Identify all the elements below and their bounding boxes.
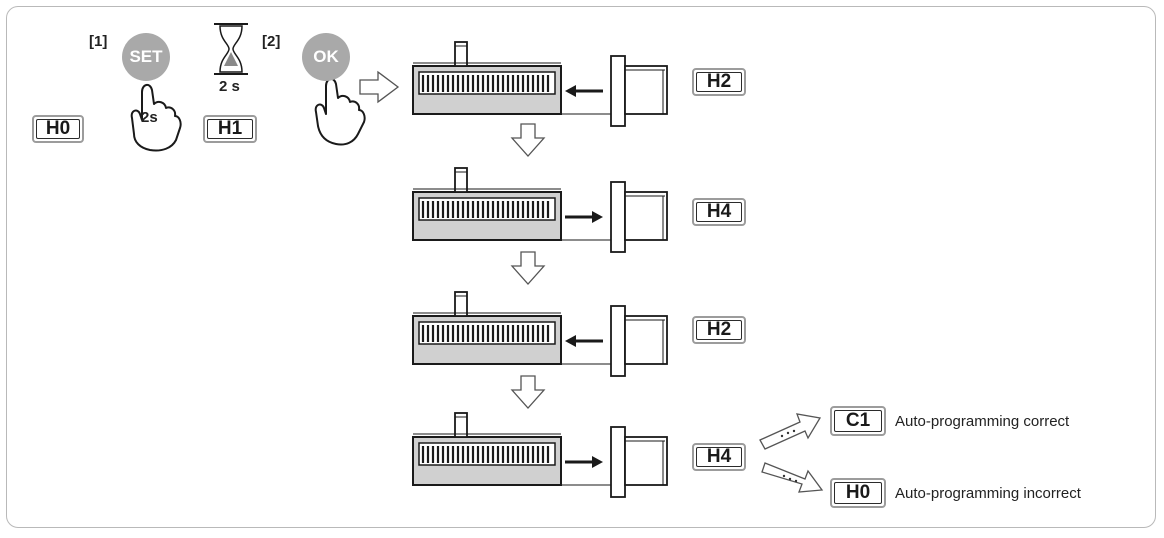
flow-arrow-down-icon xyxy=(511,251,545,285)
set-button[interactable]: SET xyxy=(122,33,170,81)
display-start: H0 xyxy=(32,115,84,143)
display-code: H2 xyxy=(696,319,742,340)
display-code: C1 xyxy=(834,410,882,432)
diagram-frame xyxy=(6,6,1156,528)
result-arrow-down-icon xyxy=(761,462,824,493)
gate-row-2 xyxy=(411,166,668,253)
flow-arrow-down-icon xyxy=(511,123,545,157)
arrow-left-icon xyxy=(565,335,603,347)
arrow-right-icon xyxy=(565,456,603,468)
display-row-2: H4 xyxy=(692,198,746,226)
hand-press-set-icon xyxy=(130,84,182,152)
display-code: H4 xyxy=(696,201,742,222)
display-row-4: H4 xyxy=(692,443,746,471)
display-code: H0 xyxy=(36,118,80,139)
ok-button[interactable]: OK xyxy=(302,33,350,81)
result-correct-text: Auto-programming correct xyxy=(895,413,1070,430)
hand-press-ok-icon xyxy=(314,78,366,146)
display-row-3: H2 xyxy=(692,316,746,344)
gate-post xyxy=(610,181,668,253)
display-code: H2 xyxy=(696,71,742,92)
step-1-label: [1] xyxy=(89,33,108,50)
gate-leaf xyxy=(411,40,563,116)
arrow-right-icon xyxy=(565,211,603,223)
display-code: H4 xyxy=(696,446,742,467)
result-arrow-up-icon xyxy=(759,413,822,450)
display-after-set: H1 xyxy=(203,115,257,143)
gate-row-3 xyxy=(411,290,668,377)
gate-leaf xyxy=(411,411,563,487)
display-incorrect: H0 xyxy=(830,478,886,508)
flow-arrow-down-icon xyxy=(511,375,545,409)
gate-post xyxy=(610,305,668,377)
hourglass-icon xyxy=(214,23,248,75)
result-incorrect-text: Auto-programming incorrect xyxy=(895,485,1081,502)
gate-post xyxy=(610,426,668,498)
gate-leaf xyxy=(411,290,563,366)
hold-time-label: 2s xyxy=(141,109,158,126)
timer-duration-label: 2 s xyxy=(219,78,240,95)
arrow-left-icon xyxy=(565,85,603,97)
step-2-label: [2] xyxy=(262,33,281,50)
gate-row-1 xyxy=(411,40,668,127)
gate-post xyxy=(610,55,668,127)
flow-arrow-right-icon xyxy=(359,70,400,104)
display-correct: C1 xyxy=(830,406,886,436)
display-code: H0 xyxy=(834,482,882,504)
display-code: H1 xyxy=(207,118,253,139)
gate-leaf xyxy=(411,166,563,242)
display-row-1: H2 xyxy=(692,68,746,96)
gate-row-4 xyxy=(411,411,668,498)
